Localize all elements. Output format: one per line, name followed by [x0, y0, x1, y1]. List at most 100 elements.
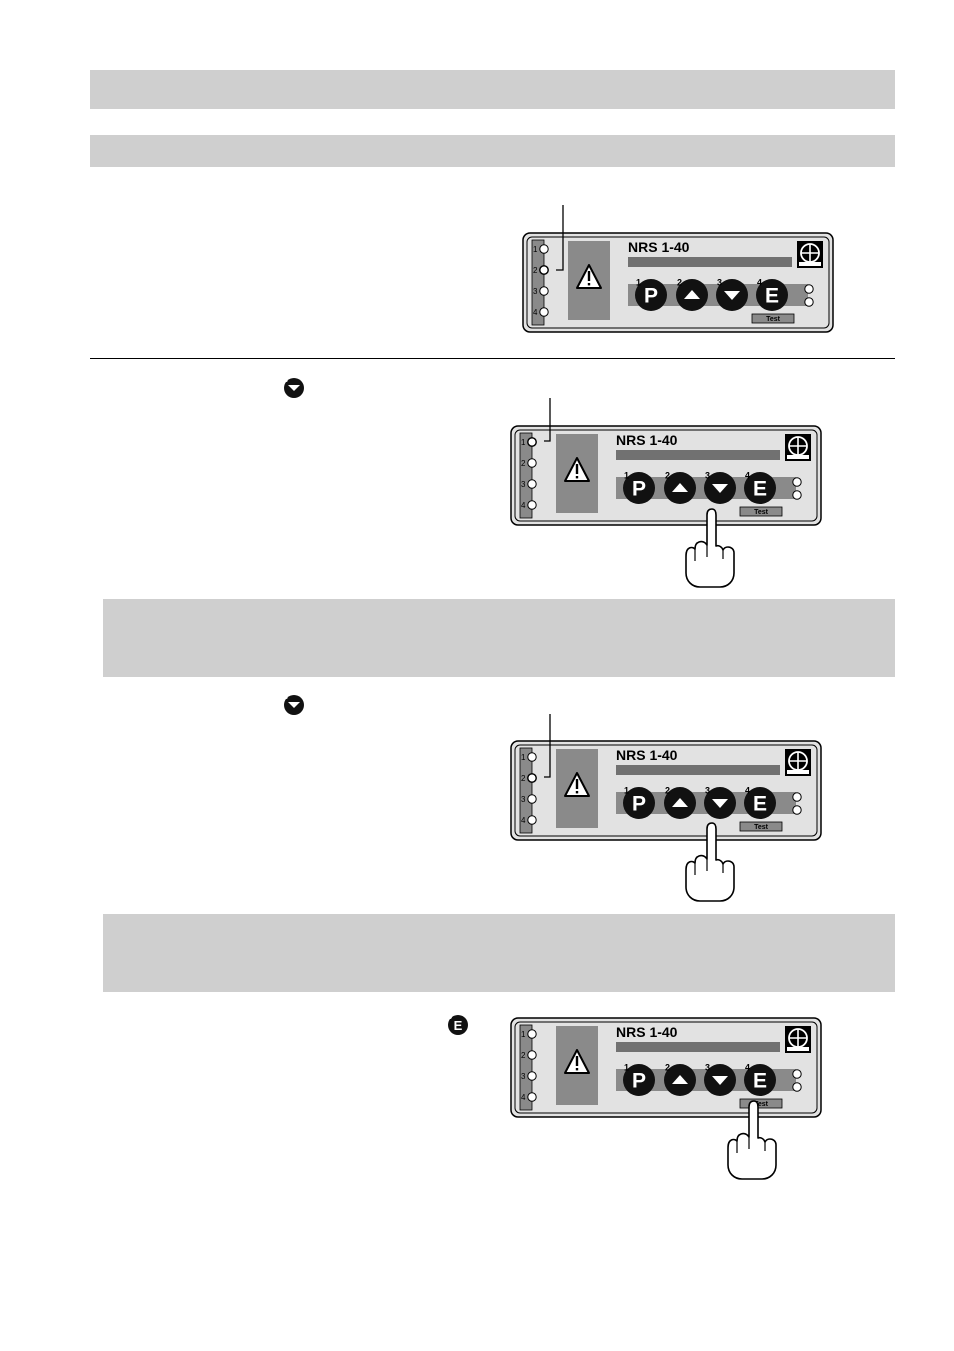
- arrow-down-key: 3: [704, 1062, 736, 1096]
- test-button-label: Test: [766, 316, 781, 323]
- led-number-label: 1: [521, 1030, 526, 1039]
- warning-triangle-icon: [564, 772, 590, 797]
- model-name: NRS 1-40: [616, 1024, 678, 1040]
- test-button: [739, 506, 783, 517]
- key-number-label: 2: [665, 470, 670, 480]
- key-glyph: E: [765, 285, 779, 308]
- led-indicator: [539, 307, 549, 317]
- arrow-down-key: 3: [716, 277, 748, 311]
- status-led: [792, 1082, 802, 1092]
- led-number-label: 2: [521, 459, 526, 468]
- hand-svg: [685, 508, 735, 588]
- inline-key-number: 3: [284, 694, 288, 701]
- led-indicator: [527, 752, 537, 762]
- key-number-label: 4: [745, 785, 750, 795]
- leader-line-2: [0, 0, 954, 600]
- note-box-2: [103, 914, 895, 992]
- program-key: 1P: [623, 470, 655, 504]
- test-button-label: Test: [754, 824, 769, 831]
- led-indicator: [539, 244, 549, 254]
- key-number-label: 4: [757, 277, 762, 287]
- arrow-down-key-icon: 3: [282, 692, 306, 716]
- key-number-label: 3: [705, 785, 710, 795]
- heading-bar-1: [90, 70, 895, 109]
- key-glyph: E: [753, 1070, 767, 1093]
- pressing-hand-icon: [724, 1099, 780, 1183]
- led-indicator: [527, 1050, 537, 1060]
- inline-key-svg: 3: [284, 694, 304, 715]
- leader-line-1: [0, 0, 954, 400]
- note-box-1: [103, 599, 895, 677]
- warning-triangle-icon: [576, 264, 602, 289]
- hand-svg: [727, 1100, 777, 1180]
- hand-outline: [685, 822, 735, 902]
- arrow-down-key: 3: [704, 470, 736, 504]
- led-number-label: 3: [521, 1072, 526, 1081]
- enter-key: 4E: [744, 470, 776, 504]
- status-led: [804, 297, 814, 307]
- test-button-label: Test: [754, 1101, 769, 1108]
- led-number-label: 4: [533, 308, 538, 317]
- inline-key-svg: 3: [284, 377, 304, 398]
- arrow-down-icon: [712, 799, 728, 808]
- arrow-up-key: 2: [664, 1062, 696, 1096]
- led-strip: [531, 239, 545, 326]
- led-number-label: 2: [521, 774, 526, 783]
- arrow-up-icon: [672, 798, 688, 807]
- key-number-label: 1: [624, 470, 629, 480]
- status-led: [792, 792, 802, 802]
- model-name: NRS 1-40: [628, 239, 690, 255]
- led-number-label: 3: [521, 795, 526, 804]
- highlighted-led: [539, 265, 549, 275]
- gestra-logo-icon: [785, 1026, 811, 1053]
- arrow-down-icon: [288, 702, 300, 708]
- arrow-down-key: 3: [704, 785, 736, 819]
- led-indicator: [527, 1092, 537, 1102]
- inline-key-number: 3: [284, 377, 288, 384]
- led-indicator: [527, 458, 537, 468]
- enter-key: 4E: [756, 277, 788, 311]
- status-led: [804, 284, 814, 294]
- model-name: NRS 1-40: [616, 747, 678, 763]
- led-number-label: 3: [521, 480, 526, 489]
- arrow-up-icon: [672, 483, 688, 492]
- inline-key-number: 4: [448, 1014, 452, 1021]
- key-glyph: E: [753, 793, 767, 816]
- pressing-hand-icon: [682, 821, 738, 905]
- arrow-up-key: 2: [664, 470, 696, 504]
- highlighted-led: [527, 773, 537, 783]
- led-number-label: 1: [533, 245, 538, 254]
- key-number-label: 1: [636, 277, 641, 287]
- heading-bar-2: [90, 135, 895, 167]
- gestra-logo-icon: [785, 434, 811, 461]
- led-number-label: 4: [521, 816, 526, 825]
- program-key: 1P: [623, 785, 655, 819]
- arrow-down-icon: [712, 484, 728, 493]
- led-indicator: [527, 794, 537, 804]
- led-number-label: 1: [521, 438, 526, 447]
- key-glyph: P: [644, 285, 658, 308]
- led-indicator: [539, 286, 549, 296]
- led-number-label: 2: [533, 266, 538, 275]
- arrow-down-icon: [712, 1076, 728, 1085]
- arrow-up-key: 2: [676, 277, 708, 311]
- warning-triangle-icon: [564, 1049, 590, 1074]
- key-number-label: 3: [705, 470, 710, 480]
- key-number-label: 4: [745, 1062, 750, 1072]
- status-led: [792, 1069, 802, 1079]
- section-divider: [90, 358, 895, 359]
- led-strip: [519, 747, 533, 834]
- enter-key: 4E: [744, 785, 776, 819]
- led-indicator: [527, 1071, 537, 1081]
- led-strip: [519, 1024, 533, 1111]
- inline-key-glyph: E: [454, 1018, 463, 1033]
- model-name: NRS 1-40: [616, 432, 678, 448]
- panel-inner-frame: [514, 429, 818, 522]
